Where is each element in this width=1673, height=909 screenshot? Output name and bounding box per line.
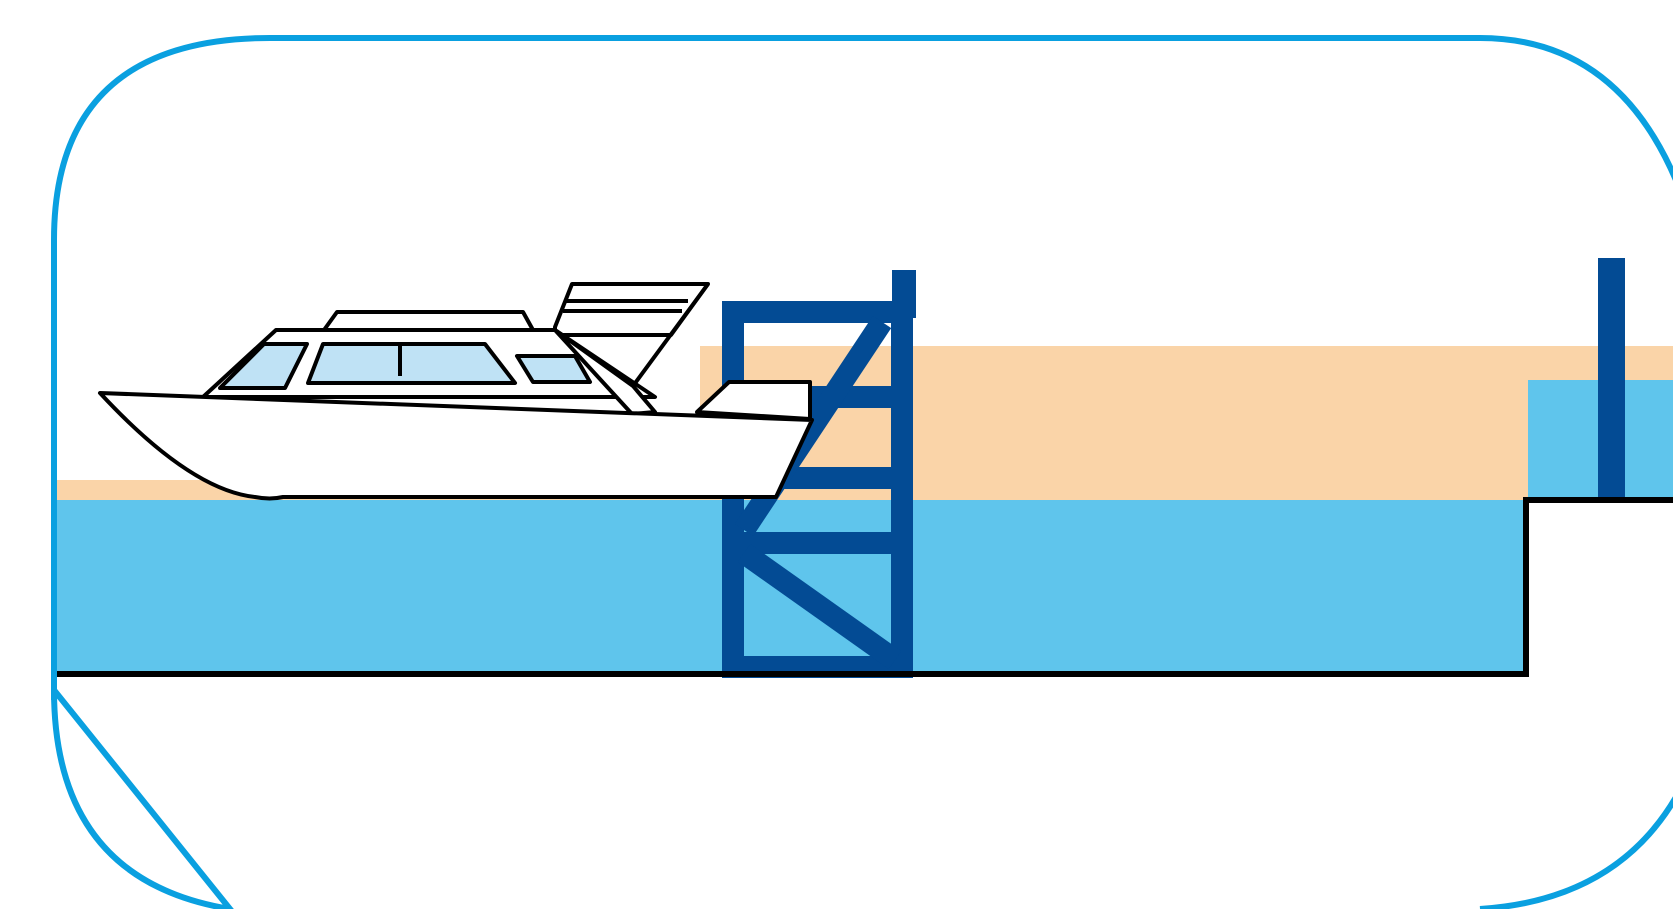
- channel-floor: [54, 497, 1673, 677]
- boat-cabin-roof: [322, 310, 535, 332]
- lock-gate: [722, 270, 916, 678]
- boat-window: [515, 354, 592, 384]
- motor-yacht: [98, 282, 814, 501]
- boat-window: [218, 342, 309, 390]
- boat-hull: [98, 391, 814, 501]
- gate-diagonal-brace: [737, 544, 902, 669]
- scene-contents: [54, 258, 1673, 678]
- boat-window: [306, 342, 517, 385]
- rounded-frame: [50, 35, 1673, 909]
- boat-windscreen: [553, 328, 657, 416]
- boat-bow-deck: [695, 380, 812, 421]
- boat-windscreen-frame: [631, 282, 710, 388]
- lock-post: [1598, 258, 1625, 500]
- gate-post-top: [892, 270, 916, 318]
